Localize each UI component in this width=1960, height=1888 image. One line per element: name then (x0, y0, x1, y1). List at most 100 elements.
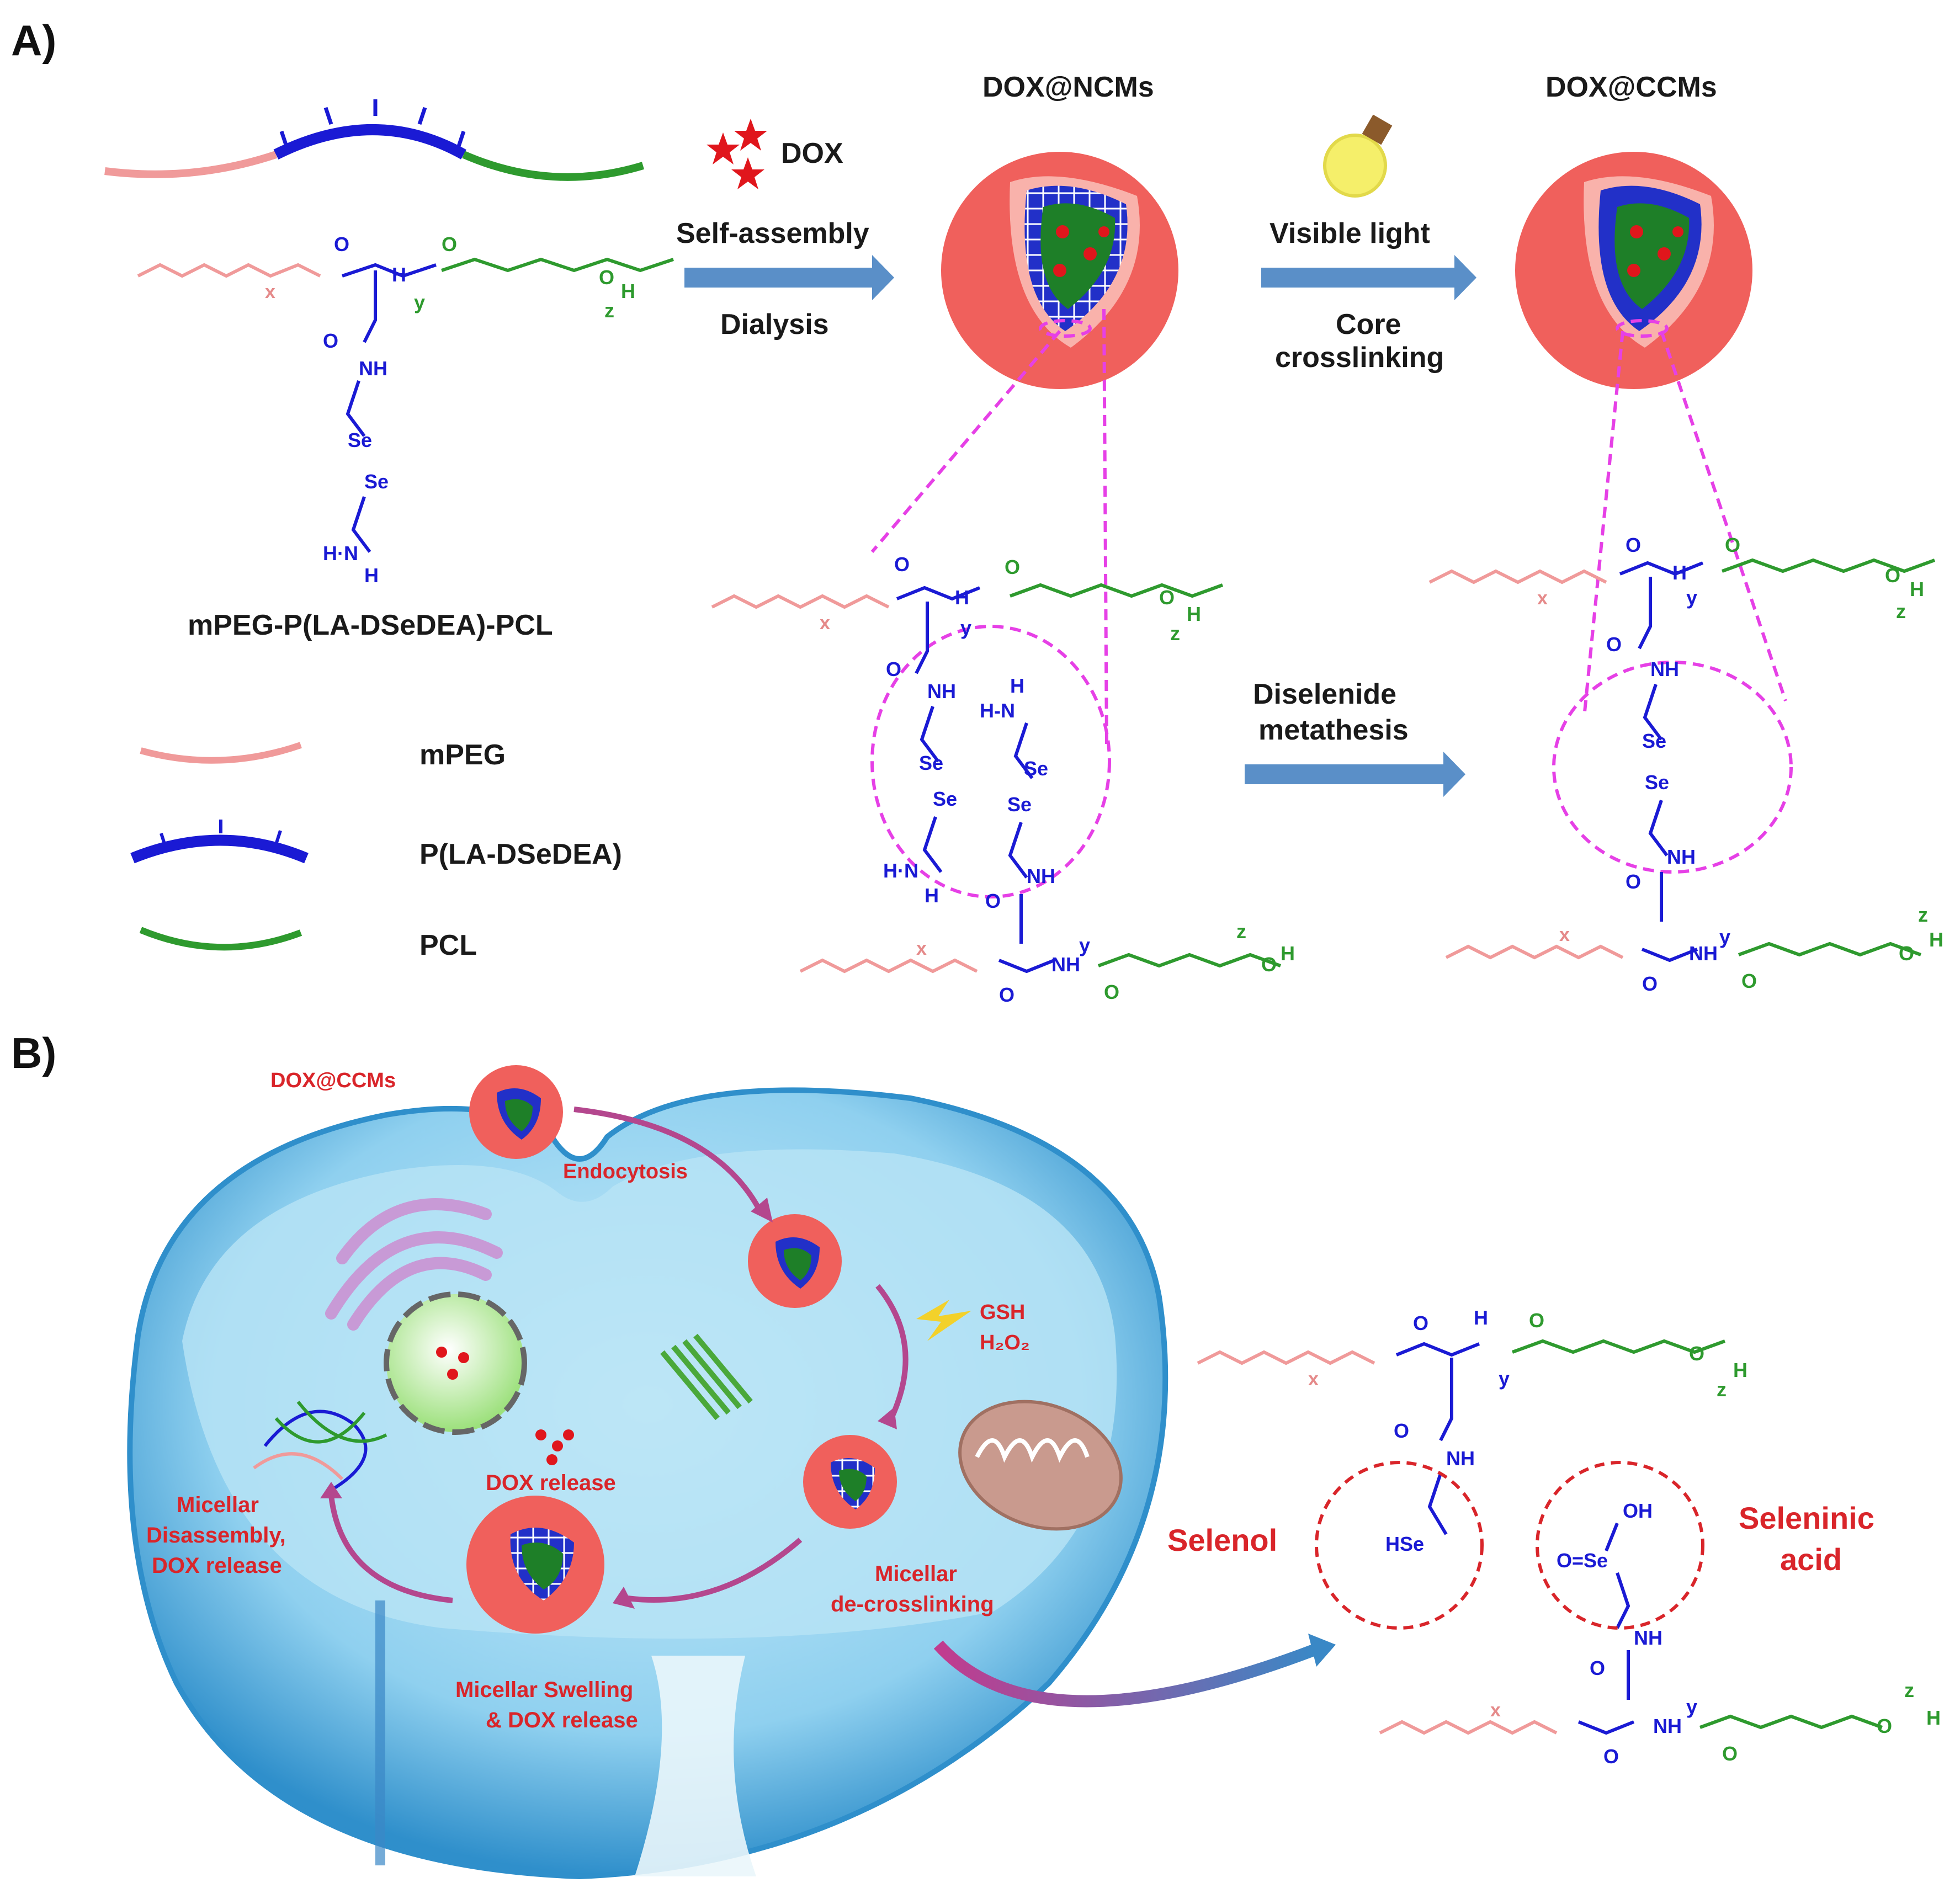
svg-text:H: H (1474, 1306, 1488, 1329)
polymer-name: mPEG-P(LA-DSeDEA)-PCL (188, 609, 553, 641)
pathway-arrows (328, 1107, 909, 1603)
core-label: Core (1336, 309, 1401, 341)
svg-text:O: O (1603, 1745, 1619, 1768)
svg-text:NH: NH (1634, 1626, 1662, 1649)
svg-text:y: y (1719, 926, 1730, 948)
svg-text:Se: Se (364, 470, 389, 493)
dialysis-label: Dialysis (720, 309, 829, 341)
svg-text:Se: Se (919, 752, 943, 774)
svg-text:NH: NH (1667, 845, 1696, 868)
svg-text:y: y (414, 291, 425, 313)
svg-text:HSe: HSe (1385, 1533, 1424, 1555)
svg-text:O: O (442, 233, 457, 256)
svg-text:y: y (1686, 586, 1697, 609)
svg-text:H-N: H-N (980, 699, 1015, 722)
panel-a-label: A) (11, 16, 56, 65)
legend-swatch-pcl (139, 927, 302, 951)
svg-text:H·N: H·N (323, 542, 358, 565)
crosslinking-label: crosslinking (1275, 342, 1444, 374)
svg-text:O: O (1689, 1342, 1704, 1365)
svg-text:NH: NH (1689, 942, 1718, 965)
cell-micelle-decrosslinked (803, 1435, 897, 1529)
svg-text:z: z (604, 299, 614, 322)
svg-text:O: O (1626, 870, 1641, 893)
svg-text:O: O (1394, 1419, 1409, 1442)
legend-label-pcl: PCL (419, 929, 477, 961)
svg-text:x: x (820, 613, 830, 634)
svg-text:Se: Se (933, 788, 957, 810)
degradation-product-structure: x O H y O O H z O NH HSe OH O=Se NH O x … (1197, 1306, 1941, 1768)
svg-text:O: O (1104, 981, 1119, 1003)
svg-text:NH: NH (1650, 658, 1679, 680)
svg-text:H: H (1910, 578, 1924, 600)
decrosslink-label-1: Micellar (875, 1562, 957, 1586)
svg-text:H: H (621, 280, 635, 302)
zoom-lines (870, 309, 1793, 898)
svg-text:O: O (1590, 1657, 1605, 1679)
selenol-circle (1315, 1461, 1484, 1630)
selenol-label: Selenol (1167, 1523, 1277, 1557)
svg-text:y: y (1079, 934, 1090, 956)
ccm-title: DOX@CCMs (1545, 71, 1717, 103)
svg-text:NH: NH (1051, 953, 1080, 976)
disassembly-label-2: Disassembly, (146, 1523, 286, 1547)
svg-text:O: O (323, 329, 338, 352)
svg-text:x: x (1308, 1369, 1319, 1390)
arrow-crosslinking (1261, 268, 1454, 288)
svg-text:y: y (1499, 1367, 1510, 1390)
visible-light-label: Visible light (1270, 217, 1430, 249)
svg-text:H: H (1010, 674, 1024, 697)
ccm-micelle (1515, 152, 1752, 389)
svg-text:O: O (886, 658, 901, 680)
svg-text:O: O (334, 233, 349, 256)
svg-text:H: H (1672, 561, 1687, 584)
legend-swatch-lapart (130, 834, 309, 864)
svg-text:O: O (1413, 1312, 1428, 1334)
svg-text:Se: Se (1024, 757, 1048, 780)
svg-text:x: x (1537, 588, 1548, 609)
svg-text:O: O (999, 983, 1014, 1006)
disassembly-label-3: DOX release (152, 1554, 282, 1578)
metathesis-label: metathesis (1258, 714, 1409, 746)
svg-text:O: O (1877, 1715, 1892, 1737)
dox-release-label: DOX release (486, 1471, 616, 1495)
decrosslink-label-2: de-crosslinking (831, 1592, 994, 1616)
svg-text:O: O (1529, 1309, 1544, 1332)
svg-text:H·N: H·N (883, 859, 918, 882)
svg-text:H: H (1187, 603, 1201, 625)
arrow-self-assembly (684, 268, 872, 288)
golgi-icon (325, 1198, 503, 1331)
svg-text:z: z (1918, 903, 1928, 926)
disassembly-label-1: Micellar (177, 1493, 259, 1517)
svg-text:y: y (1686, 1695, 1697, 1718)
svg-text:H: H (955, 586, 969, 609)
svg-text:y: y (960, 616, 971, 639)
svg-text:O: O (1885, 564, 1900, 587)
gsh-label: GSH (980, 1301, 1025, 1324)
svg-text:z: z (1896, 600, 1906, 623)
h2o2-label: H₂O₂ (980, 1331, 1030, 1354)
svg-text:x: x (1559, 924, 1570, 945)
svg-text:x: x (1490, 1700, 1501, 1721)
svg-text:Se: Se (1642, 730, 1666, 752)
disassembled-chains (253, 1401, 387, 1492)
svg-text:O: O (599, 266, 614, 289)
self-assembly-label: Self-assembly (676, 217, 869, 249)
svg-text:H: H (1733, 1359, 1747, 1381)
svg-text:Se: Se (1645, 771, 1669, 794)
svg-text:x: x (265, 281, 275, 302)
ccms-label: DOX@CCMs (270, 1069, 396, 1092)
lightbulb-icon (1323, 114, 1393, 198)
svg-text:O: O (1725, 534, 1740, 556)
ncm-zoom-structure: x O H y O O H z O NH Se Se H·N H H H-N S… (711, 553, 1295, 1006)
ncm-title: DOX@NCMs (982, 71, 1154, 103)
svg-text:O: O (1741, 970, 1757, 992)
svg-text:z: z (1904, 1679, 1914, 1701)
mitochondrion-icon (958, 1400, 1123, 1531)
released-dox (535, 1429, 574, 1465)
arrow-metathesis (1245, 764, 1443, 784)
ncm-micelle (941, 152, 1178, 389)
polymer-structure: x O H O O H z y O NH Se Se H·N H (137, 233, 674, 587)
svg-text:O: O (985, 890, 1001, 912)
